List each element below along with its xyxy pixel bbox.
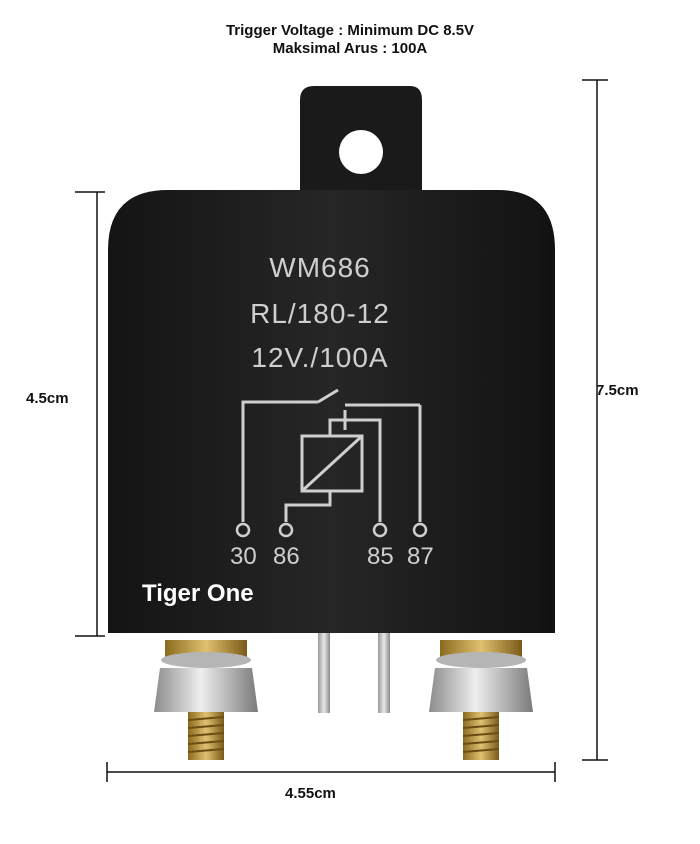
pin-terminals bbox=[235, 522, 428, 538]
blade-terminal-right bbox=[378, 633, 390, 713]
pin-label-30: 30 bbox=[230, 543, 257, 570]
spec-max-current: Maksimal Arus : 100A bbox=[272, 40, 428, 57]
pin-label-85: 85 bbox=[367, 543, 394, 570]
relay-rating-label: 12V./100A bbox=[251, 342, 389, 373]
relay-code-label: RL/180-12 bbox=[250, 298, 390, 329]
dimension-line-bottom bbox=[106, 762, 556, 782]
dimension-label-body-height: 4.5cm bbox=[26, 390, 69, 407]
dimension-line-left bbox=[75, 191, 105, 637]
spec-trigger-voltage: Trigger Voltage : Minimum DC 8.5V bbox=[225, 22, 475, 39]
stud-terminal-left bbox=[154, 640, 258, 760]
brand-label: Tiger One bbox=[142, 580, 254, 607]
mounting-hole bbox=[339, 130, 383, 174]
dimension-label-total-height: 7.5cm bbox=[596, 382, 639, 399]
relay-schematic bbox=[241, 388, 422, 522]
dimension-line-right bbox=[582, 79, 608, 761]
dimension-label-width: 4.55cm bbox=[285, 785, 336, 802]
relay-model-label: WM686 bbox=[269, 252, 371, 283]
pin-label-86: 86 bbox=[273, 543, 300, 570]
relay-body bbox=[108, 190, 555, 633]
blade-terminal-left bbox=[318, 633, 330, 713]
stud-terminal-right bbox=[429, 640, 533, 760]
pin-label-87: 87 bbox=[407, 543, 434, 570]
